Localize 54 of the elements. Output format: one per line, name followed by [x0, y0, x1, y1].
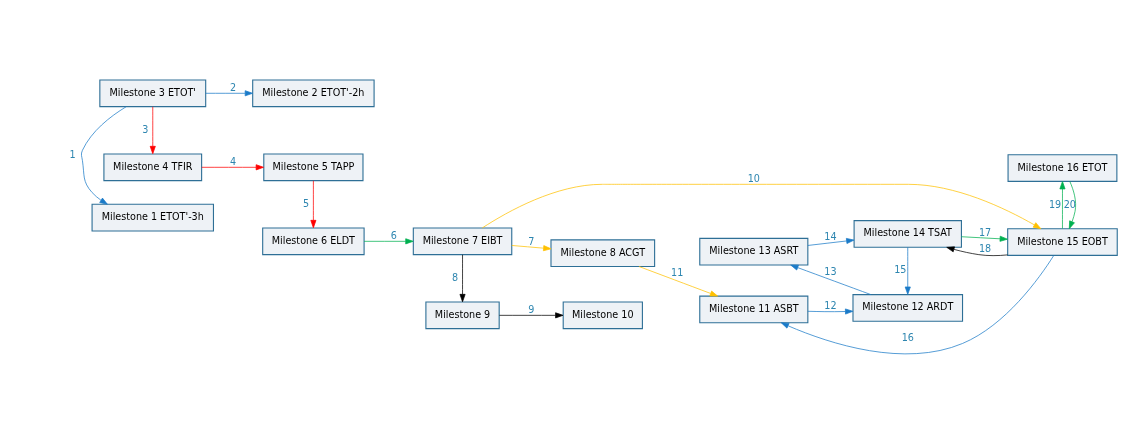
node-box: Milestone 12 ARDT — [852, 294, 964, 322]
node-box: Milestone 1 ETOT'-3h — [91, 203, 214, 232]
arrow — [1059, 181, 1066, 229]
arrow — [310, 180, 317, 229]
node-box: Milestone 4 TFIR — [103, 153, 203, 182]
node-box: Milestone 10 — [562, 301, 643, 330]
node-box: Milestone 8 ACGT — [550, 239, 656, 268]
node-box: Milestone 11 ASBT — [699, 295, 809, 324]
edge-label: 2 — [230, 81, 237, 93]
arrow — [807, 238, 855, 246]
node-box: Milestone 7 EIBT — [412, 227, 513, 256]
edge-label: 10 — [747, 172, 760, 184]
node-box: Milestone 6 ELDT — [262, 227, 365, 256]
edge-label: 14 — [824, 231, 837, 243]
edge-label: 16 — [901, 331, 914, 343]
edge-label: 18 — [979, 242, 992, 254]
edge-label: 17 — [979, 226, 992, 238]
arrow — [149, 106, 156, 155]
arrow — [481, 183, 1042, 230]
edge-label: 12 — [824, 299, 837, 311]
node-box: Milestone 5 TAPP — [263, 153, 364, 182]
edge-label: 9 — [528, 303, 535, 315]
edge-label: 1 — [69, 148, 76, 160]
edge-label: 11 — [671, 267, 684, 279]
arrow — [638, 266, 718, 297]
edge-label: 5 — [302, 197, 310, 209]
node-box: Milestone 9 — [425, 301, 500, 330]
arrow — [511, 245, 552, 252]
arrow — [904, 247, 911, 295]
edge-label: 7 — [528, 235, 535, 247]
node-box: Milestone 13 ASRT — [699, 237, 809, 266]
node-box: Milestone 16 ETOT — [1007, 154, 1118, 182]
arrow — [946, 246, 1008, 256]
edge-label: 6 — [390, 229, 397, 241]
arrow — [780, 255, 1055, 355]
node-box: Milestone 15 EOBT — [1007, 228, 1118, 256]
arrow — [459, 254, 466, 303]
edge-label: 19 — [1048, 198, 1062, 210]
node-box: Milestone 2 ETOT'-2h — [252, 79, 375, 108]
arrow — [363, 238, 414, 245]
arrow — [499, 312, 564, 319]
edge-label: 3 — [142, 123, 149, 135]
arrow — [807, 308, 854, 315]
arrow — [790, 264, 872, 295]
arrow — [205, 90, 253, 97]
node-box: Milestone 14 TSAT — [853, 220, 962, 248]
arrow — [201, 164, 264, 171]
edge-label: 8 — [452, 271, 459, 283]
arrow — [961, 235, 1008, 242]
edge-label: 15 — [894, 264, 907, 276]
edge-label: 4 — [230, 155, 237, 167]
node-box: Milestone 3 ETOT' — [99, 79, 207, 108]
arrow — [81, 106, 127, 205]
edge-label: 13 — [824, 265, 837, 277]
